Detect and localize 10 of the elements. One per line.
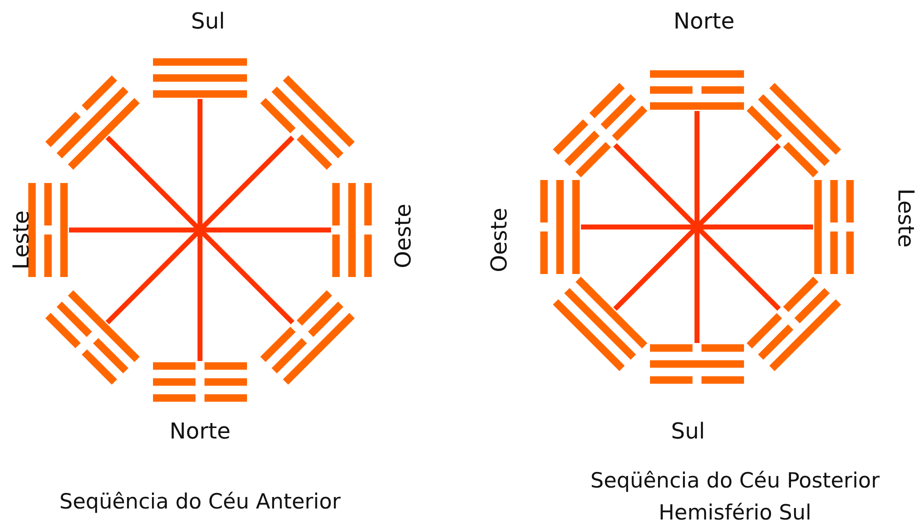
caption: Seqüência do Céu Posterior Hemisfério Sul [589,468,881,526]
direction-label: Sul [670,418,706,446]
direction-label: Leste [892,188,918,248]
direction-label: Sul [190,8,226,36]
direction-label: Oeste [390,204,418,268]
direction-label: Leste [8,210,36,270]
direction-label: Norte [169,418,231,446]
direction-label: Norte [673,8,735,36]
caption: Seqüência do Céu Anterior [59,488,341,516]
direction-label: Oeste [486,208,514,272]
